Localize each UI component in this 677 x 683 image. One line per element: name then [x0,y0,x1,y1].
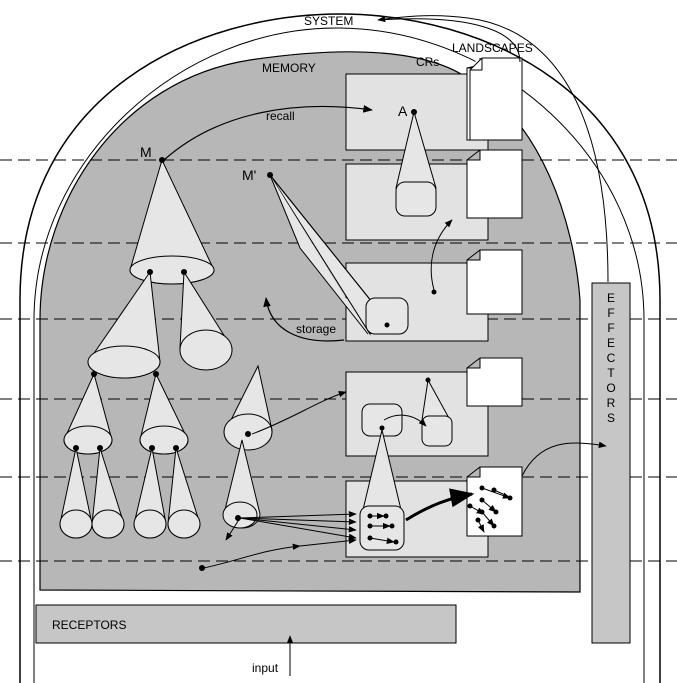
landscape-to-system-line [377,18,521,63]
box5-to-landscape-arrow [405,488,475,522]
system-boundary [19,13,661,683]
receptors-label: RECEPTORS [52,618,126,632]
effectors-label: E F F E C T O R S [606,291,615,425]
landscapes-label: LANDSCAPES [452,41,533,55]
input-label: input [252,661,279,675]
recall-label: recall [266,109,295,123]
landscape-page-3 [466,249,523,315]
m-prime-cone [267,172,409,336]
recall-arrow [163,105,373,161]
center-cone [222,364,273,529]
landscape-page-5 [466,466,523,537]
landscape5-nodes [467,485,513,529]
inner-boundary [33,27,645,683]
landscape-page-2 [466,149,523,219]
box4-contents [361,377,453,447]
crs-label: CRs [416,55,439,69]
landscape-to-effectors-arrow [521,441,607,477]
svg-text:O: O [606,381,615,395]
svg-text:S: S [607,411,615,425]
memory-tree [59,158,233,539]
effectors-bar [591,282,631,644]
svg-text:T: T [607,366,615,380]
landscape-page-1-fold [469,57,523,141]
effectors-to-system-arrow [377,15,609,283]
input-node-arrow [203,543,301,569]
system-label: SYSTEM [304,14,353,28]
svg-text:C: C [607,351,616,365]
receptors-bar [35,604,457,644]
svg-text:R: R [607,396,616,410]
level-lines [0,159,677,562]
fanout-arrows [225,511,357,541]
box3-to-landscape-arrow [430,219,453,291]
m-label: M [140,144,152,160]
center-cone-to-box4-arrow [251,391,347,435]
m-prime-label: M' [242,167,256,183]
a-label: A [398,103,408,119]
box5-cone [359,429,405,551]
memory-tree-nodes [73,157,187,451]
storage-label: storage [296,322,336,336]
svg-text:F: F [607,306,614,320]
storage-arrow [263,297,345,342]
svg-text:F: F [607,321,614,335]
memory-label: MEMORY [262,61,316,75]
a-cone [395,109,437,217]
svg-text:E: E [607,291,615,305]
landscape-page-4 [466,357,523,407]
svg-text:E: E [607,336,615,350]
